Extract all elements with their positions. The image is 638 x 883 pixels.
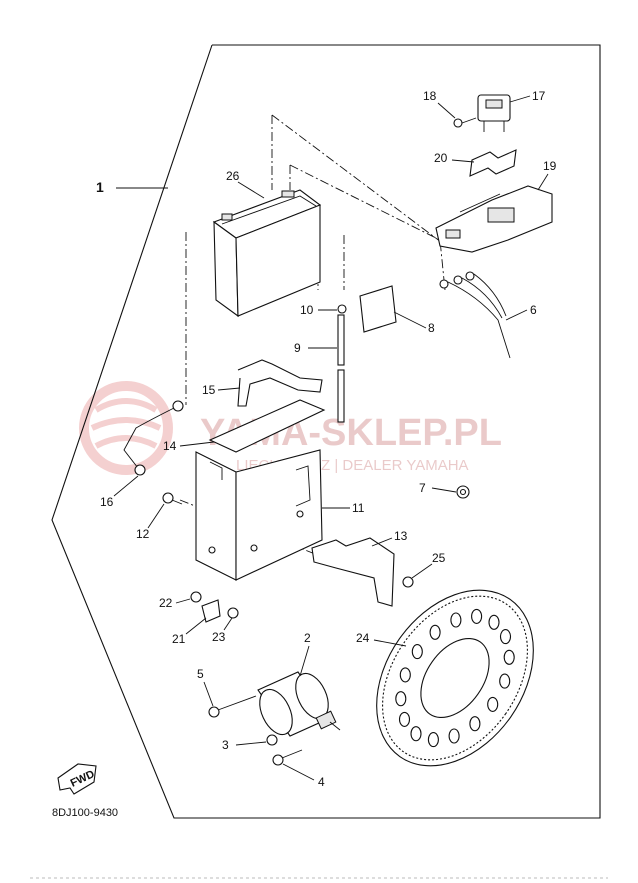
ring-gear-hole [410,726,422,742]
callout-6: 6 [530,303,537,317]
callout-20: 20 [434,151,448,165]
callout-10: 10 [300,303,314,317]
part-18-screw[interactable] [453,117,477,128]
part-25-bolt[interactable] [402,576,414,588]
ring-gear-hole [499,629,512,645]
part-26-battery[interactable] [212,189,322,318]
part-11-battery-box[interactable] [195,449,323,581]
part-15-battery-band[interactable] [237,359,323,407]
callout-12: 12 [136,527,150,541]
ring-gear-hole [469,716,481,732]
part-5-bolt[interactable] [208,695,257,718]
part-16-battery-lead[interactable] [123,400,184,476]
part-13-plate[interactable] [311,537,395,607]
part-8-pad[interactable] [359,285,397,333]
ring-gear-hole [398,711,411,727]
part-4-bolt[interactable] [272,749,303,766]
callout-5: 5 [197,667,204,681]
callout-13: 13 [394,529,408,543]
part-6-wire-harness[interactable] [439,271,511,359]
callout-23: 23 [212,630,226,644]
diagram-code: 8DJ100-9430 [52,807,118,819]
callout-21: 21 [172,632,186,646]
part-19-cover[interactable] [435,185,553,253]
fwd-arrow-icon: FWD [57,763,97,795]
ring-gear-hole [411,644,423,660]
part-24-starter-ring-gear[interactable] [344,560,566,795]
ring-gear-hole [395,691,407,707]
callout-9: 9 [294,341,301,355]
part-14-battery-cover[interactable] [208,399,326,453]
callout-2: 2 [304,631,311,645]
ring-gear-holes [395,608,515,748]
callout-8: 8 [428,321,435,335]
callout-1: 1 [96,179,104,195]
callout-16: 16 [100,495,114,509]
ring-gear-hole [448,728,460,744]
ring-gear-hole [503,649,515,665]
callout-18: 18 [423,89,437,103]
callout-26: 26 [226,169,240,183]
part-21-holder[interactable] [201,599,221,623]
ring-gear-hole [471,608,483,624]
part-9-breather-pipe[interactable] [337,314,345,423]
part-2-starter-motor[interactable] [253,668,341,739]
ring-gear-hole [487,696,499,712]
part-3-nut[interactable] [266,734,278,746]
part-7-clamp[interactable] [456,485,470,499]
ring-gear-hole [429,624,441,640]
part-10-clip[interactable] [337,304,347,314]
callout-4: 4 [318,775,325,789]
part-20-bracket[interactable] [469,149,517,177]
callout-22: 22 [159,596,173,610]
callout-15: 15 [202,383,216,397]
ring-gear-hole [499,673,511,689]
part-23-nut[interactable] [227,607,239,619]
ring-gear-hole [427,732,439,748]
part-12-bolt[interactable] [162,492,183,505]
watermark-logo-icon [79,381,173,475]
part-17-relay[interactable] [477,94,511,132]
ring-gear-hole [450,612,462,628]
assembly-frame [51,44,601,819]
ring-gear-hole [399,667,411,683]
callout-3: 3 [222,738,229,752]
ring-gear-hole [488,614,500,630]
callout-11: 11 [352,501,365,515]
callout-17: 17 [532,89,546,103]
callout-19: 19 [543,159,557,173]
callout-25: 25 [432,551,446,565]
callout-14: 14 [163,439,177,453]
part-22-bolt[interactable] [190,591,202,603]
callout-7: 7 [419,481,426,495]
callout-24: 24 [356,631,370,645]
